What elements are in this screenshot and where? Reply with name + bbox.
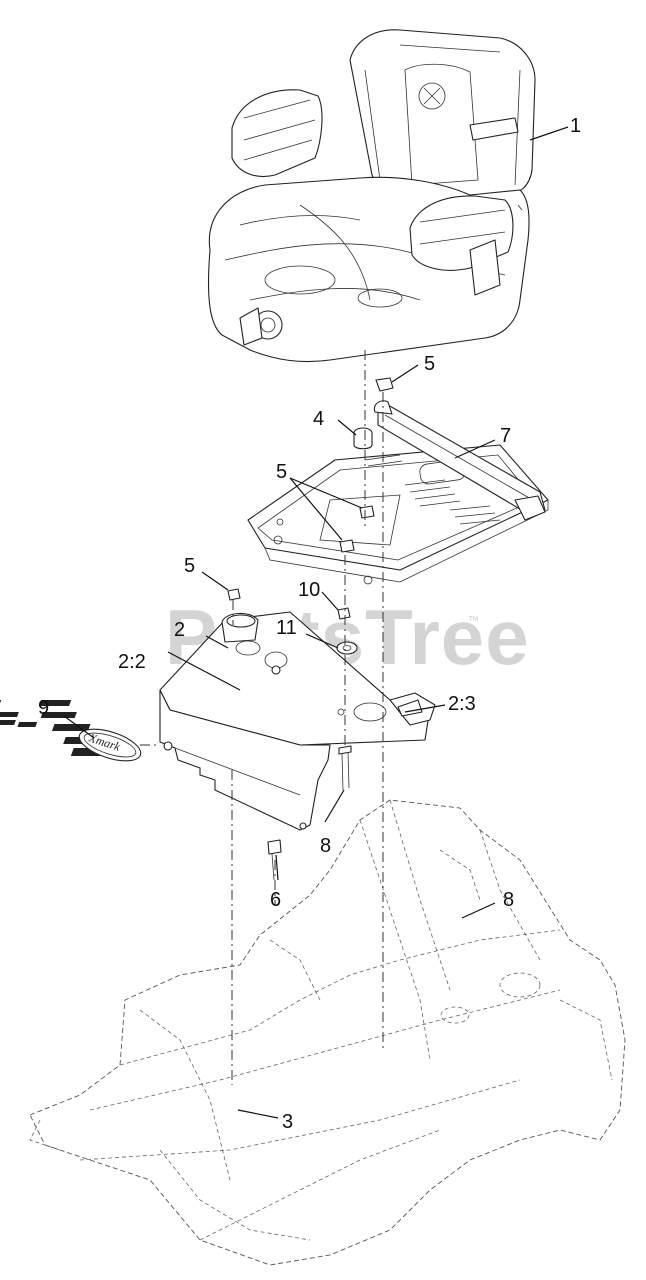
callout-2-2: 2:2 [118, 651, 146, 673]
callout-8: 8 [503, 889, 514, 911]
alignment-lines [140, 350, 384, 1085]
callout-1: 1 [570, 115, 581, 137]
callout-labels: 1 5 4 7 5 5 10 2 11 2:2 2:3 9 8 6 8 3 [38, 115, 581, 1133]
seat-pan-panel-part[interactable] [0, 611, 436, 831]
callout-7: 7 [500, 425, 511, 447]
mower-frame-part [29, 799, 626, 1266]
leader-lines [63, 126, 569, 1119]
watermark-trademark: ™ [468, 615, 479, 627]
callout-9: 9 [38, 697, 49, 719]
callout-3: 3 [282, 1111, 293, 1133]
logo-badge-part[interactable]: Xmark [76, 723, 145, 768]
seat-mount-plate-part[interactable] [247, 400, 549, 585]
callout-2-3: 2:3 [448, 693, 476, 715]
callout-10: 10 [298, 579, 320, 601]
callout-5: 5 [184, 555, 195, 577]
callout-4: 4 [313, 408, 324, 430]
callout-5: 5 [424, 353, 435, 375]
seat-part[interactable] [208, 29, 536, 363]
callout-5: 5 [276, 461, 287, 483]
callout-2: 2 [174, 619, 185, 641]
callout-11: 11 [276, 617, 297, 639]
callout-6: 6 [270, 889, 281, 911]
control-decal-left [0, 700, 38, 727]
callout-8: 8 [320, 835, 331, 857]
